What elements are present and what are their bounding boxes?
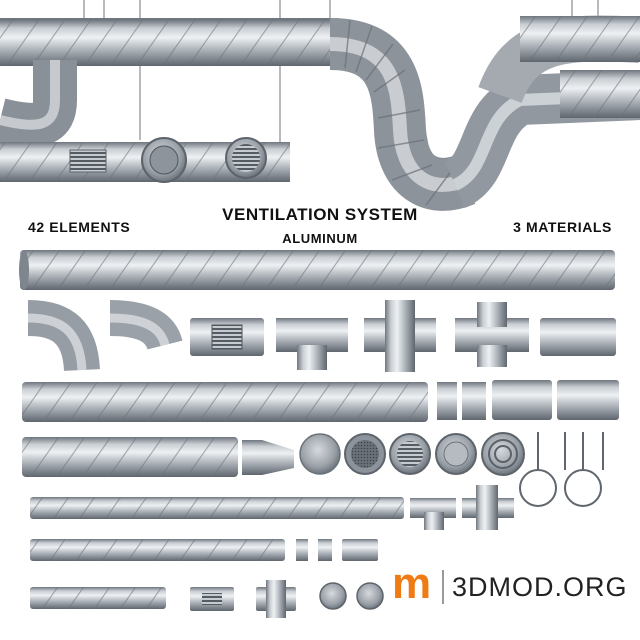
part-long-pipe-3 [22, 437, 238, 477]
part-pipe-6 [30, 587, 166, 609]
part-cross [364, 300, 436, 372]
part-tee-3 [540, 318, 616, 356]
part-tee-2 [455, 302, 529, 367]
part-small-caps [319, 582, 384, 610]
part-elbow-90 [27, 300, 100, 372]
assembled-duct-system [0, 0, 640, 211]
part-end-caps [299, 432, 525, 476]
part-reducer [242, 440, 294, 475]
elements-count-label: 42 ELEMENTS [28, 219, 131, 235]
part-small-tee [410, 498, 456, 530]
part-pipe-5 [30, 539, 285, 561]
part-hanger-clamps [519, 432, 604, 507]
site-logo-mark: m [392, 559, 432, 608]
logo-divider [442, 570, 444, 604]
part-connectors-row3 [437, 380, 619, 420]
part-pipe-4 [30, 497, 404, 519]
part-grill-box [190, 318, 264, 356]
site-watermark: m 3DMOD.ORG [392, 562, 636, 608]
part-tee-1 [276, 318, 348, 370]
part-long-pipe-2 [22, 382, 428, 422]
part-small-grill-box [190, 587, 234, 611]
part-small-couplings [296, 539, 378, 561]
product-title: VENTILATION SYSTEM [222, 205, 418, 224]
part-small-damper [256, 580, 296, 618]
part-small-cross [462, 485, 514, 530]
part-elbow-45 [109, 300, 183, 352]
materials-count-label: 3 MATERIALS [513, 219, 612, 235]
site-logo-text: 3DMOD.ORG [452, 572, 628, 602]
material-label: ALUMINUM [282, 231, 358, 246]
part-long-pipe-1 [19, 250, 615, 290]
